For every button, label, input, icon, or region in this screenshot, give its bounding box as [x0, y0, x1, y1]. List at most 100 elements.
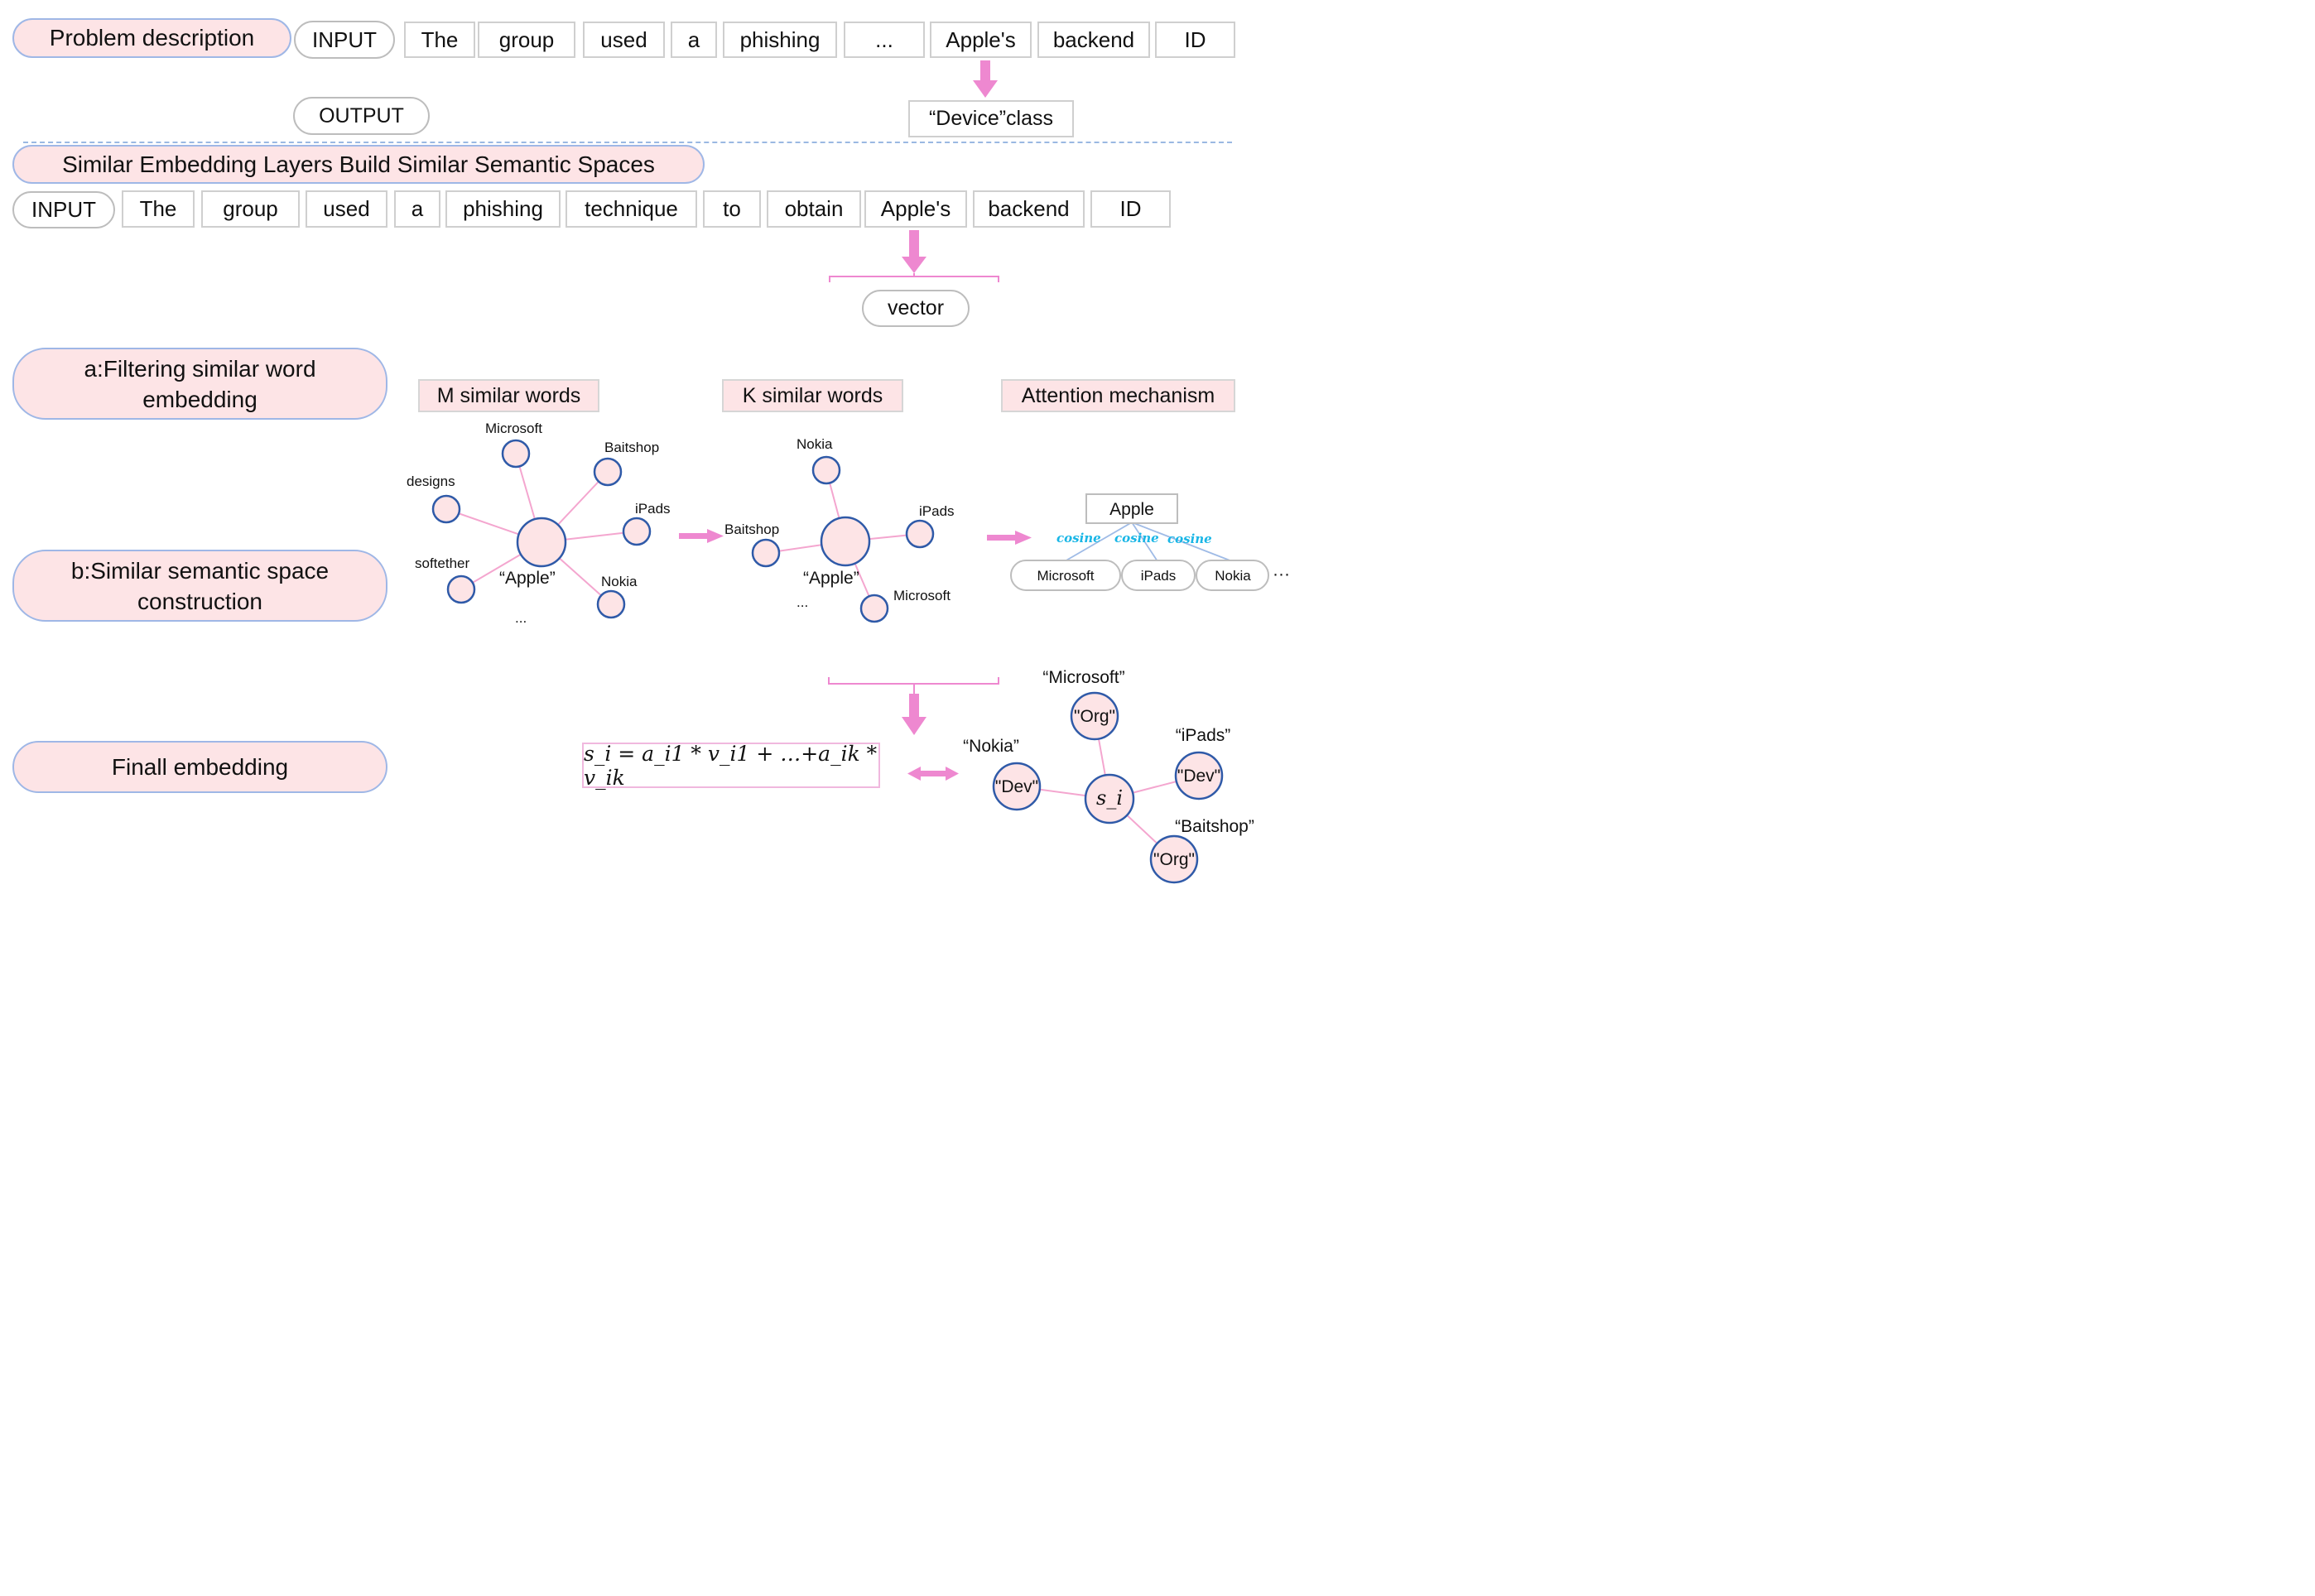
- final-node-microsoft: [1070, 691, 1119, 741]
- k-node-ipads: [905, 519, 935, 549]
- final-bracket: [828, 677, 999, 694]
- attention-ellipsis: ···: [1273, 565, 1290, 584]
- problem-token: backend: [1037, 22, 1150, 58]
- problem-input-label: INPUT: [294, 21, 395, 59]
- arrow-to-output: [973, 60, 998, 98]
- m-node-designs: [431, 494, 461, 524]
- final-graph: "Org" "Dev" "Dev" "Org" s_i “Microsoft” …: [963, 668, 1254, 884]
- final-formula: s_i = a_i1 * v_i1 + …+a_ik * v_ik: [582, 742, 880, 790]
- m-node-softether: [446, 574, 476, 604]
- k-label-microsoft: Microsoft: [893, 588, 951, 603]
- output-label: OUTPUT: [293, 97, 430, 135]
- section2-token: backend: [973, 190, 1085, 228]
- step-a-label: a:Filtering similar word embedding: [12, 348, 387, 420]
- problem-token: phishing: [723, 22, 837, 58]
- problem-token: ID: [1155, 22, 1235, 58]
- k-node-microsoft: [859, 594, 889, 623]
- section2-token: technique: [566, 190, 697, 228]
- m-node-baitshop: [593, 457, 623, 487]
- k-node-apple-center: [820, 516, 871, 567]
- arrow-to-final: [902, 694, 926, 735]
- m-similar-words-header: M similar words: [418, 379, 599, 412]
- section-divider: [23, 142, 1232, 143]
- m-label-ipads: iPads: [635, 501, 671, 517]
- cosine-label: cosine: [1114, 531, 1159, 546]
- final-tag: "Dev": [1177, 767, 1220, 786]
- section2-input-label: INPUT: [12, 191, 115, 228]
- section2-token: group: [201, 190, 300, 228]
- final-word: “Baitshop”: [1175, 817, 1254, 836]
- problem-token: Apple's: [930, 22, 1032, 58]
- double-arrow: [907, 767, 959, 781]
- m-label-microsoft: Microsoft: [485, 421, 542, 436]
- k-similar-graph: Nokia iPads Baitshop Microsoft “Apple” .…: [724, 436, 955, 623]
- final-node-nokia: [992, 762, 1042, 811]
- section2-token: to: [703, 190, 761, 228]
- attention-child-label: iPads: [1141, 568, 1177, 584]
- problem-token: used: [583, 22, 665, 58]
- attention-child-label: Nokia: [1215, 568, 1251, 584]
- arrow-m-to-k: [679, 529, 724, 543]
- final-node-center: [1084, 773, 1135, 824]
- m-similar-graph: Microsoft Baitshop designs iPads softeth…: [407, 421, 671, 626]
- final-word: “Nokia”: [963, 737, 1019, 756]
- attention-child-box: [1010, 560, 1121, 591]
- final-word: “iPads”: [1176, 726, 1231, 745]
- section2-token: Apple's: [864, 190, 967, 228]
- final-node-baitshop: [1149, 834, 1199, 884]
- k-label-ipads: iPads: [919, 503, 955, 519]
- k-similar-words-header: K similar words: [722, 379, 903, 412]
- final-embedding-label: Finall embedding: [12, 741, 387, 793]
- problem-token: ...: [844, 22, 925, 58]
- m-ellipsis: ...: [515, 610, 527, 626]
- step-b-label: b:Similar semantic space construction: [12, 550, 387, 622]
- section2-token: ID: [1090, 190, 1171, 228]
- k-node-nokia: [811, 455, 841, 485]
- problem-description-label: Problem description: [12, 18, 291, 58]
- attention-root-label: Apple: [1109, 500, 1154, 519]
- problem-token: group: [478, 22, 575, 58]
- arrow-to-vector: [902, 230, 926, 273]
- problem-token: a: [671, 22, 717, 58]
- section2-token: used: [306, 190, 387, 228]
- arrow-k-to-attention: [987, 531, 1032, 545]
- section2-title: Similar Embedding Layers Build Similar S…: [12, 145, 705, 184]
- k-ellipsis: ...: [797, 594, 808, 610]
- final-tag: "Dev": [995, 777, 1038, 796]
- m-label-apple: “Apple”: [499, 569, 556, 588]
- output-class-box: “Device”class: [908, 100, 1074, 137]
- m-label-designs: designs: [407, 474, 455, 489]
- attention-mechanism-header: Attention mechanism: [1001, 379, 1235, 412]
- m-node-microsoft: [501, 439, 531, 469]
- vector-bracket: [829, 273, 999, 282]
- m-node-nokia: [596, 589, 626, 619]
- m-node-ipads: [622, 517, 652, 546]
- final-tag: "Org": [1153, 850, 1195, 869]
- section2-token: phishing: [445, 190, 561, 228]
- k-label-nokia: Nokia: [797, 436, 833, 452]
- k-node-baitshop: [751, 538, 781, 568]
- final-word: “Microsoft”: [1042, 668, 1124, 687]
- section2-token: The: [122, 190, 195, 228]
- m-label-softether: softether: [415, 555, 469, 571]
- section2-token: a: [394, 190, 440, 228]
- vector-label: vector: [862, 290, 970, 327]
- section2-token: obtain: [767, 190, 861, 228]
- attention-child-label: Microsoft: [1037, 568, 1095, 584]
- m-label-baitshop: Baitshop: [604, 440, 659, 455]
- m-node-apple-center: [516, 517, 567, 568]
- k-label-baitshop: Baitshop: [724, 522, 779, 537]
- attention-root-box: [1085, 493, 1178, 524]
- attention-child-box: [1196, 560, 1269, 591]
- cosine-label: cosine: [1167, 531, 1212, 546]
- final-tag: "Org": [1074, 707, 1115, 726]
- problem-token: The: [404, 22, 475, 58]
- m-label-nokia: Nokia: [601, 574, 638, 589]
- attention-child-box: [1121, 560, 1196, 591]
- diagram-graphics: Microsoft Baitshop designs iPads softeth…: [407, 60, 1290, 884]
- final-node-ipads: [1174, 751, 1224, 800]
- cosine-label: cosine: [1056, 531, 1101, 546]
- final-center-label: s_i: [1096, 786, 1123, 810]
- k-label-apple: “Apple”: [803, 569, 859, 588]
- attention-tree: Apple Microsoft iPads Nokia cosine cosin…: [1010, 493, 1290, 591]
